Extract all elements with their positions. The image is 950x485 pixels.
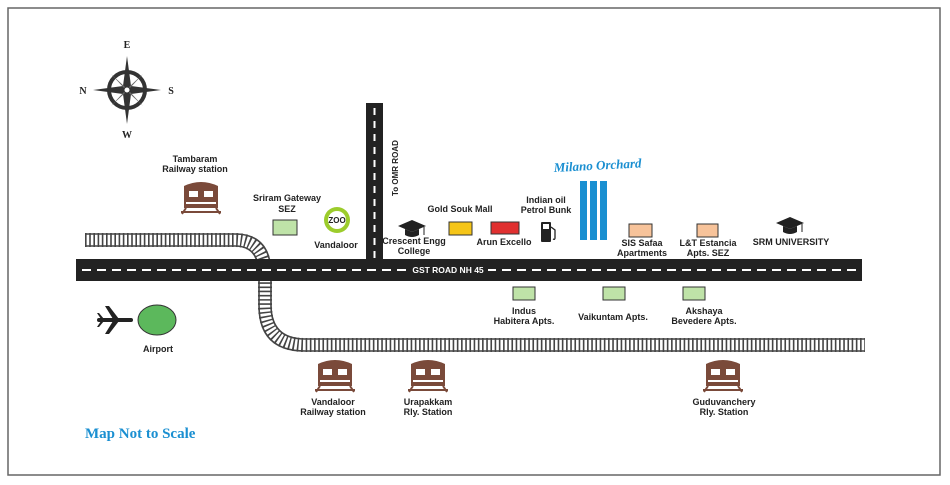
milano-orchard-project: Milano Orchard — [552, 155, 642, 240]
project-tower — [580, 181, 587, 240]
graduation-cap-icon — [398, 220, 426, 237]
compass-west: W — [122, 130, 132, 141]
map-frame — [7, 7, 941, 476]
vandaloor-label: Vandaloor — [314, 240, 358, 250]
compass-south: S — [168, 86, 174, 97]
fuel-pump-icon — [541, 222, 556, 242]
arun-excello-box — [490, 221, 520, 235]
compass-north: N — [79, 86, 87, 97]
arun-excello-label: Arun Excello — [476, 237, 532, 247]
train-icon — [181, 182, 221, 215]
train-icon — [315, 360, 355, 393]
zoo-badge: ZOO — [328, 216, 345, 225]
zoo-icon: ZOO — [324, 207, 350, 233]
omr-road-label: To OMR ROAD — [391, 140, 400, 196]
omr-road: To OMR ROAD — [366, 103, 400, 273]
indus-box — [512, 286, 536, 301]
airplane-icon — [97, 306, 133, 334]
gst-road-label: GST ROAD NH 45 — [412, 265, 484, 275]
srm-label: SRM UNIVERSITY — [753, 237, 830, 247]
project-tower — [590, 181, 597, 240]
vaikuntam-box — [602, 286, 626, 301]
vaikuntam-label: Vaikuntam Apts. — [578, 312, 648, 322]
compass-star-icon — [93, 56, 161, 124]
project-name: Milano Orchard — [552, 155, 642, 175]
graduation-cap-icon — [776, 217, 804, 234]
sriram-gateway-box — [272, 219, 298, 236]
airport-label: Airport — [143, 344, 173, 354]
train-icon — [703, 360, 743, 393]
akshaya-box — [682, 286, 706, 301]
lt-estancia-box — [696, 223, 719, 238]
gst-road: GST ROAD NH 45 — [76, 259, 862, 281]
railway-line — [85, 233, 865, 352]
compass-east: E — [124, 40, 131, 51]
compass: E W N S — [79, 40, 174, 141]
project-tower — [600, 181, 607, 240]
sis-safaa-box — [628, 223, 653, 238]
scale-note: Map Not to Scale — [85, 426, 196, 442]
train-icon — [408, 360, 448, 393]
gold-souk-box — [448, 221, 473, 236]
gold-souk-label: Gold Souk Mall — [427, 204, 492, 214]
airport-marker — [137, 304, 177, 336]
